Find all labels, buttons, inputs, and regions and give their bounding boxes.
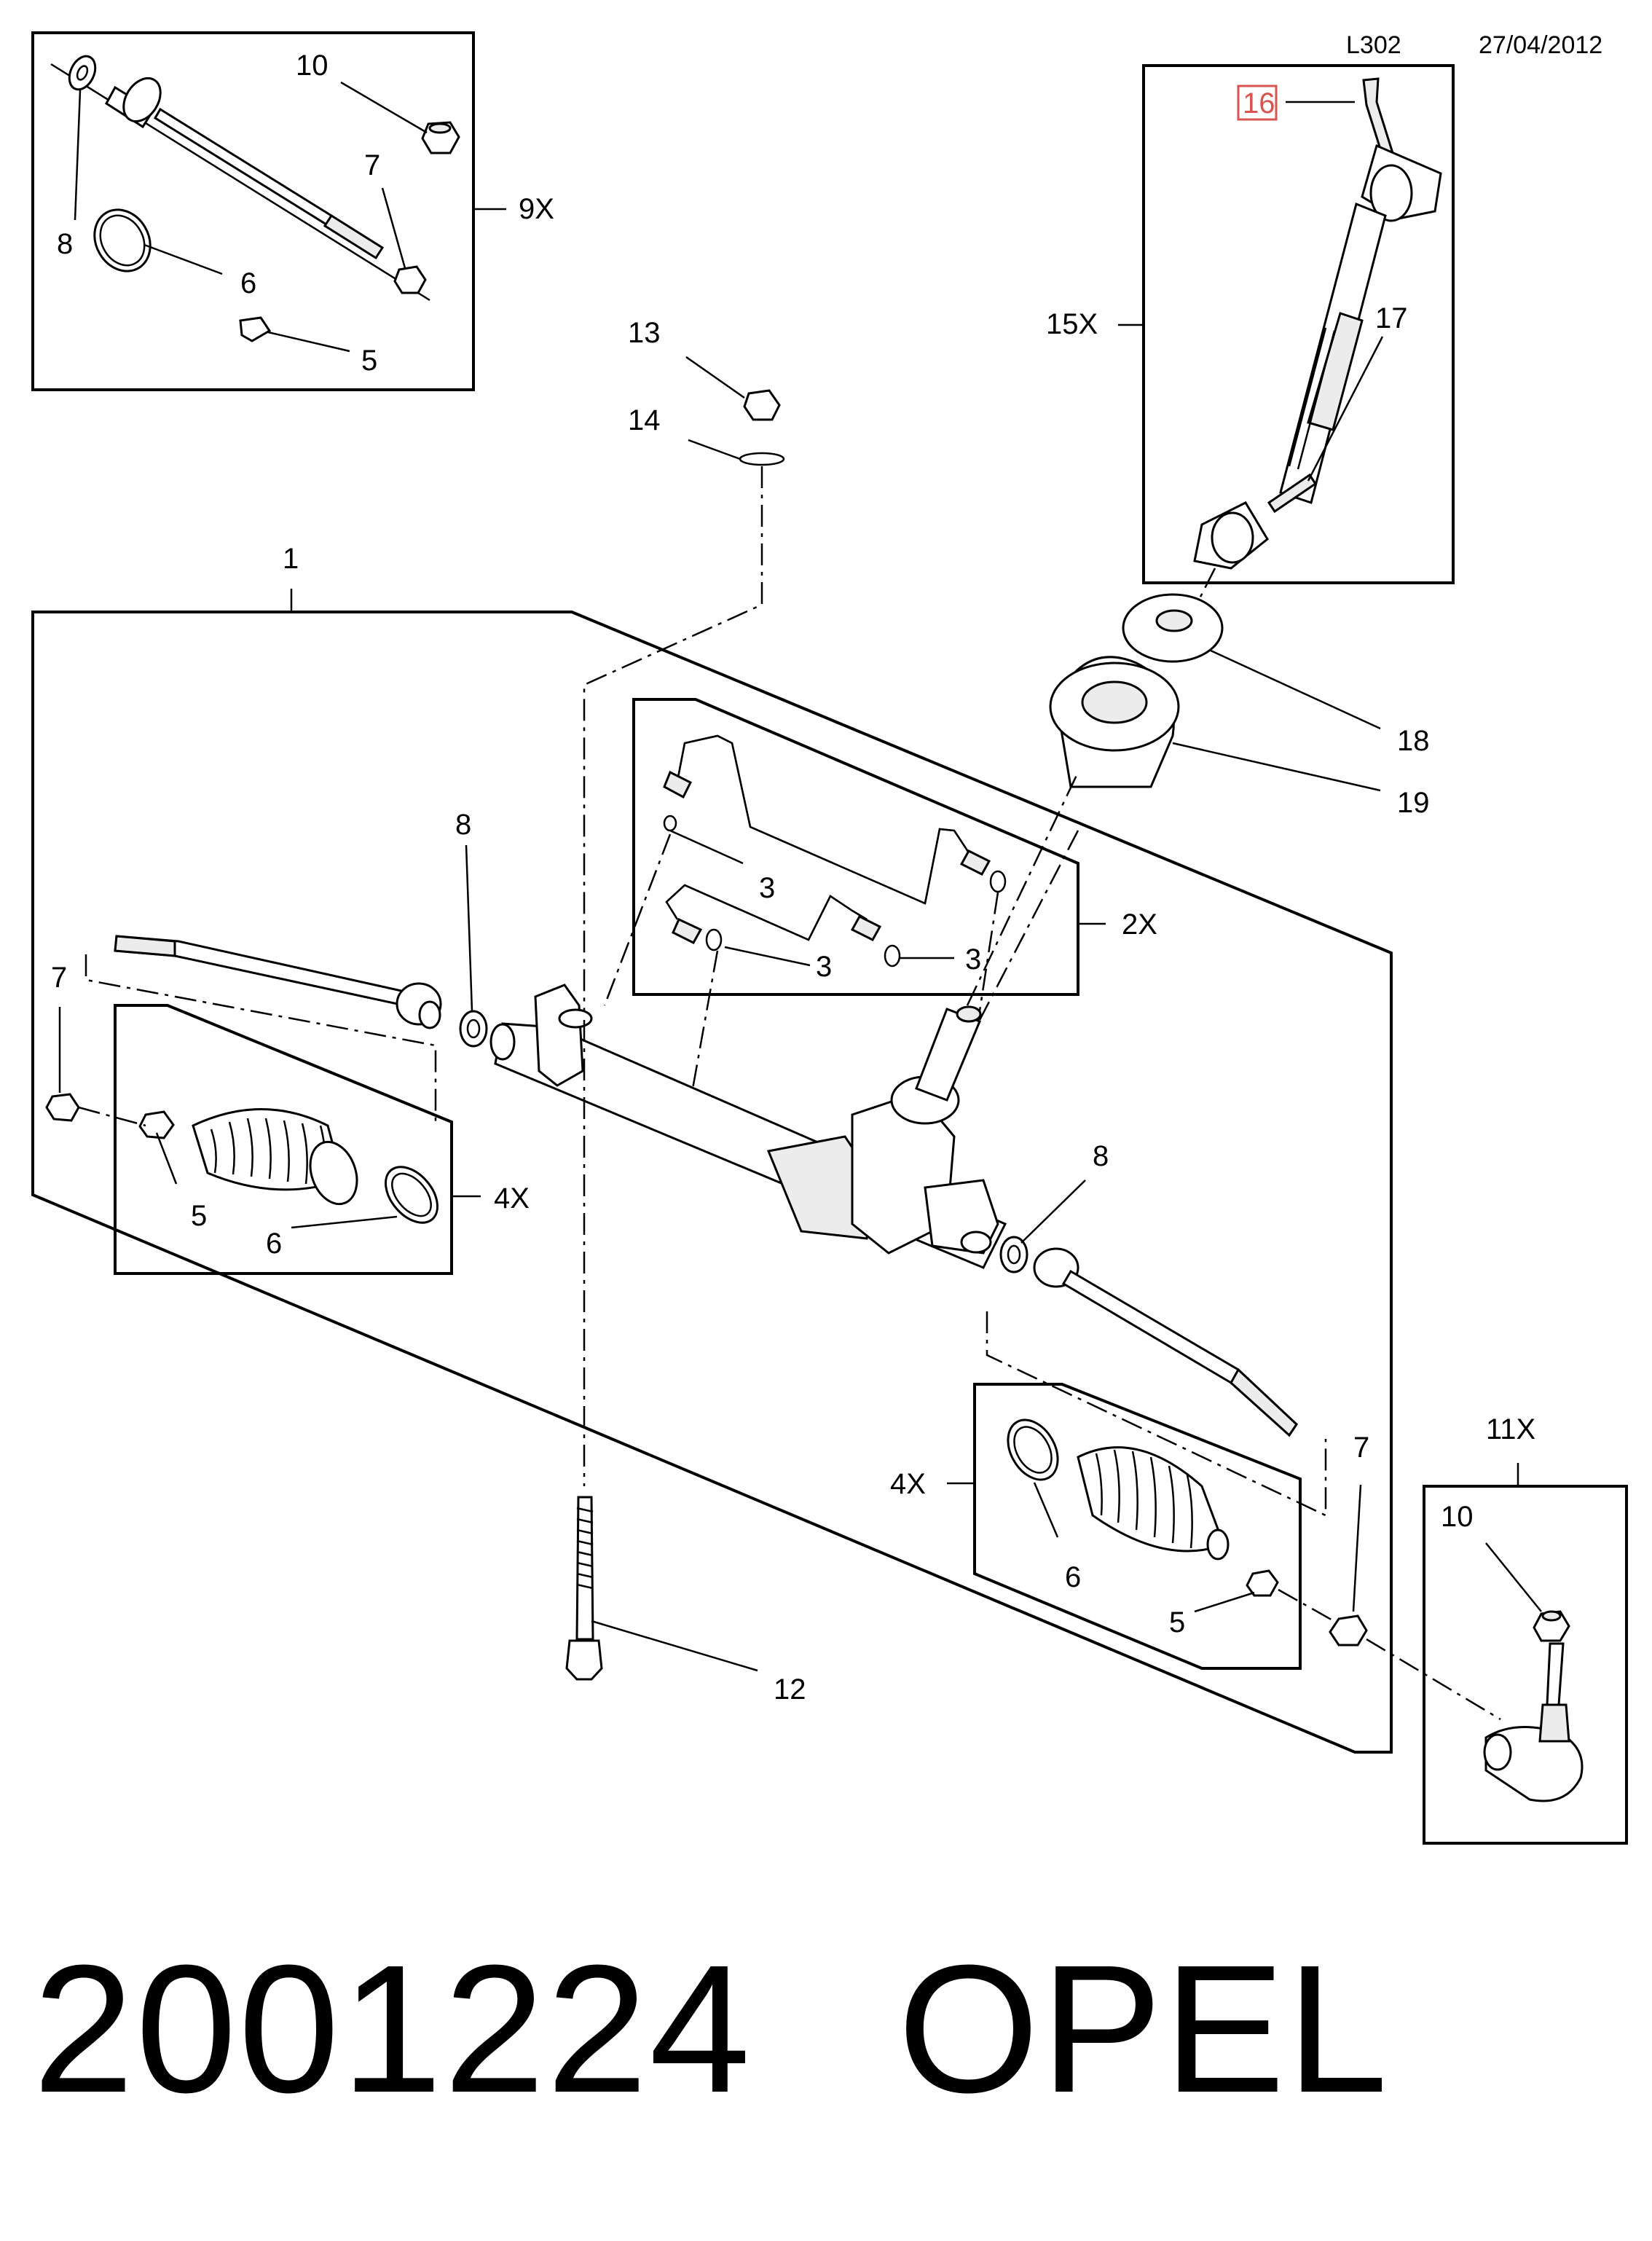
callout-6-left: 6 [266,1228,282,1260]
callout-12: 12 [774,1673,806,1706]
callout-17: 17 [1375,302,1408,334]
inset-2x-hydraulic-pipes [603,698,1106,1094]
right-inner-tie-rod [999,1180,1298,1437]
steering-rack-housing [489,772,1079,1269]
callout-8-top: 8 [57,228,73,260]
callout-10-right: 10 [1441,1501,1474,1533]
callout-3b: 3 [816,951,832,983]
callout-6-right: 6 [1065,1561,1081,1593]
callout-16-highlight-box [1237,85,1278,121]
inset-4x-right-boot-kit [947,1311,1341,1670]
part-number: 2001224 [33,1927,752,2130]
callout-13: 13 [628,317,661,349]
mount-nut-and-washer [583,356,785,1020]
vehicle-make: OPEL [897,1927,1390,2130]
callout-15x: 15X [1046,308,1098,340]
callout-7-right: 7 [1353,1432,1369,1464]
callout-18: 18 [1397,725,1430,757]
callout-8-right: 8 [1093,1140,1109,1172]
callout-11x: 11X [1486,1413,1535,1445]
callout-16: 16 [1243,87,1275,119]
steering-gear-assembly-outline [31,611,1393,1754]
inset-15x-steering-column-shaft [1118,64,1455,649]
callout-7-left: 7 [51,962,67,994]
callout-6-top: 6 [240,267,256,299]
inset-9x-tie-rod-kit [31,31,506,391]
page-code: L302 [1346,31,1401,59]
callout-1: 1 [283,543,299,575]
steering-column-seals [1049,593,1381,792]
left-inner-tie-rod [114,844,488,1048]
right-tie-rod-nut [1329,1484,1501,1721]
callout-14: 14 [628,404,661,436]
callout-9x: 9X [519,193,554,225]
callout-10-top: 10 [296,50,329,82]
callout-4x-left: 4X [494,1182,530,1214]
callout-4x-right: 4X [890,1468,926,1500]
inset-4x-left-boot-kit [45,954,481,1275]
callout-5-right: 5 [1169,1606,1185,1638]
callout-8-mid: 8 [455,809,471,841]
callout-3c: 3 [965,943,981,976]
callout-5-left: 5 [191,1200,207,1232]
diagram-date: 27/04/2012 [1479,31,1602,59]
callout-7-top: 7 [364,149,380,181]
inset-11x-tie-rod-end [1423,1463,1628,1845]
mount-bolt [565,1020,758,1681]
callout-2x: 2X [1122,908,1157,941]
callout-3a: 3 [759,872,775,904]
callout-19: 19 [1397,787,1430,819]
callout-5-top: 5 [361,345,377,377]
